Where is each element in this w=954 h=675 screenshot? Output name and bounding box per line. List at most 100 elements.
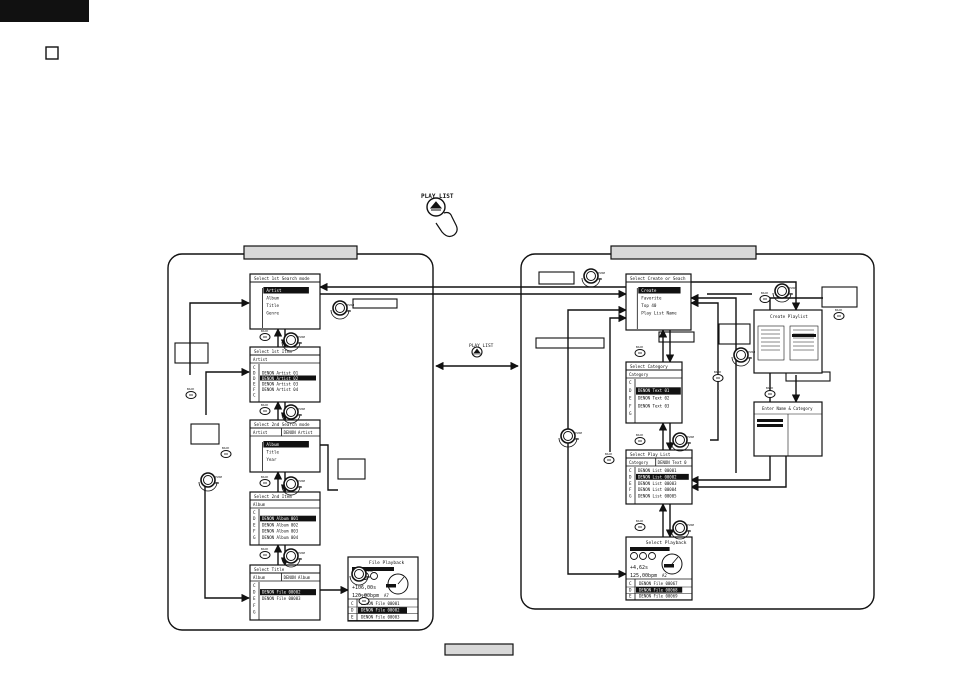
screen-title: Select Category xyxy=(630,364,668,369)
back-label: BACK xyxy=(187,387,194,391)
row-value: DENON List 00005 xyxy=(638,494,677,499)
row-value: DENON File 00003 xyxy=(262,596,301,601)
row-key: C xyxy=(629,581,632,586)
knob-label: PUSH xyxy=(215,475,222,479)
screen-header: Artist xyxy=(253,357,268,362)
row-key: E xyxy=(629,396,632,401)
screen-title: Select Title xyxy=(254,567,285,572)
row-value: DENON Text 03 xyxy=(638,403,670,408)
row-value: DENON Text 02 xyxy=(638,396,670,401)
row-value: DENON Album 004 xyxy=(262,535,299,540)
row-key: D xyxy=(629,587,632,592)
knob-label: PUSH xyxy=(687,523,694,527)
row-value: DENON List 00002 xyxy=(638,474,677,479)
label-box-b xyxy=(174,342,209,364)
row-key: F xyxy=(253,603,256,608)
menu-item: Album xyxy=(266,442,279,447)
row-key: D xyxy=(629,388,632,393)
row-key: F xyxy=(629,403,632,408)
label-box-e xyxy=(538,271,575,285)
row-key: E xyxy=(253,596,256,601)
screen-header-right: DENON Artist xyxy=(284,430,313,435)
screen-title: File Playback xyxy=(369,560,405,566)
play-list-transition: PLAY LIST xyxy=(435,343,519,371)
right-connectors xyxy=(320,281,823,579)
row-key: D xyxy=(253,371,256,376)
knob-label: PUSH xyxy=(298,335,305,339)
row-key: D xyxy=(253,590,256,595)
menu-item: Favorite xyxy=(641,296,662,301)
menu-item: Top 40 xyxy=(641,303,657,308)
row-key: F xyxy=(253,529,256,534)
back-label: BACK xyxy=(261,475,268,479)
push-knob-icon: PUSH xyxy=(670,432,694,452)
push-knob-icon: PUSH xyxy=(281,476,305,496)
screen-header-right: DENON Text 0 xyxy=(658,460,687,465)
playback-time: +4,62s xyxy=(630,565,648,571)
label-box-d xyxy=(337,458,366,480)
row-key: F xyxy=(629,487,632,492)
row-key: E xyxy=(253,382,256,387)
row-value: DENON File 00067 xyxy=(639,581,678,586)
knob-label: PUSH xyxy=(298,407,305,411)
push-knob-icon: PUSH xyxy=(281,332,305,352)
label-box-g xyxy=(658,331,695,343)
screen-title: Select Playback xyxy=(646,540,687,546)
screen-select-create-or-search: Select Create or SeachCreateFavoriteTop … xyxy=(625,273,692,331)
row-key: C xyxy=(253,510,256,515)
row-value: DENON Album 001 xyxy=(262,516,299,521)
screen-enter-name-category: Enter Name & Category xyxy=(753,401,823,457)
knob-label: PUSH xyxy=(347,303,354,307)
label-box-h xyxy=(718,323,751,345)
knob-label: PUSH xyxy=(575,431,582,435)
row-key: G xyxy=(253,535,256,540)
back-button-icon: BACK xyxy=(220,446,232,458)
back-button-icon: BACK xyxy=(833,308,845,320)
screen-title: Select 2nd Search mode xyxy=(254,422,310,427)
knob-label: PUSH xyxy=(789,286,796,290)
row-value: DENON File 00069 xyxy=(639,594,678,599)
row-key: E xyxy=(629,481,632,486)
row-key: C xyxy=(253,393,256,398)
push-knob-icon: PUSH xyxy=(772,283,796,303)
knob-label: PUSH xyxy=(298,551,305,555)
screen-select-1st-search-mode: Select 1st Search modeArtistAlbumTitleGe… xyxy=(249,273,321,330)
back-button-icon: BACK xyxy=(634,433,646,445)
back-label: BACK xyxy=(261,329,268,333)
screen-header: Album xyxy=(253,502,266,507)
row-value: DENON Artist 03 xyxy=(262,382,299,387)
playback-key: A2 xyxy=(662,573,667,578)
row-key: C xyxy=(629,380,632,385)
screen-title: Select 1st Item xyxy=(254,349,292,354)
row-value: DENON List 00001 xyxy=(638,468,677,473)
row-key: D xyxy=(629,474,632,479)
playback-time: +106,00s xyxy=(352,585,376,591)
back-label: BACK xyxy=(261,547,268,551)
row-key: E xyxy=(253,522,256,527)
back-button-icon: BACK xyxy=(634,345,646,357)
back-label: BACK xyxy=(222,446,229,450)
screen-select-playback: Select Playback +4,62s 125,00bpm A2C DENON F… xyxy=(625,536,693,601)
back-button-icon: BACK xyxy=(759,291,771,303)
playback-tempo: 125,00bpm xyxy=(630,573,657,579)
row-value: DENON File 00003 xyxy=(361,614,400,619)
push-knob-icon: PUSH xyxy=(558,428,582,448)
screen-title: Select Play List xyxy=(630,452,671,457)
push-knob-icon: PUSH xyxy=(670,520,694,540)
back-button-icon: BACK xyxy=(259,547,271,559)
push-knob-icon: PUSH xyxy=(281,548,305,568)
back-label: BACK xyxy=(360,593,367,597)
finger-press-icon xyxy=(435,211,458,238)
footer-label-box xyxy=(444,643,514,656)
back-label: BACK xyxy=(636,519,643,523)
row-value: DENON Artist 04 xyxy=(262,387,299,392)
back-button-icon: BACK xyxy=(259,329,271,341)
row-key: C xyxy=(253,583,256,588)
row-value: DENON Album 003 xyxy=(262,529,299,534)
back-button-icon: BACK xyxy=(259,475,271,487)
screen-header-right: DENON Album xyxy=(284,575,311,580)
